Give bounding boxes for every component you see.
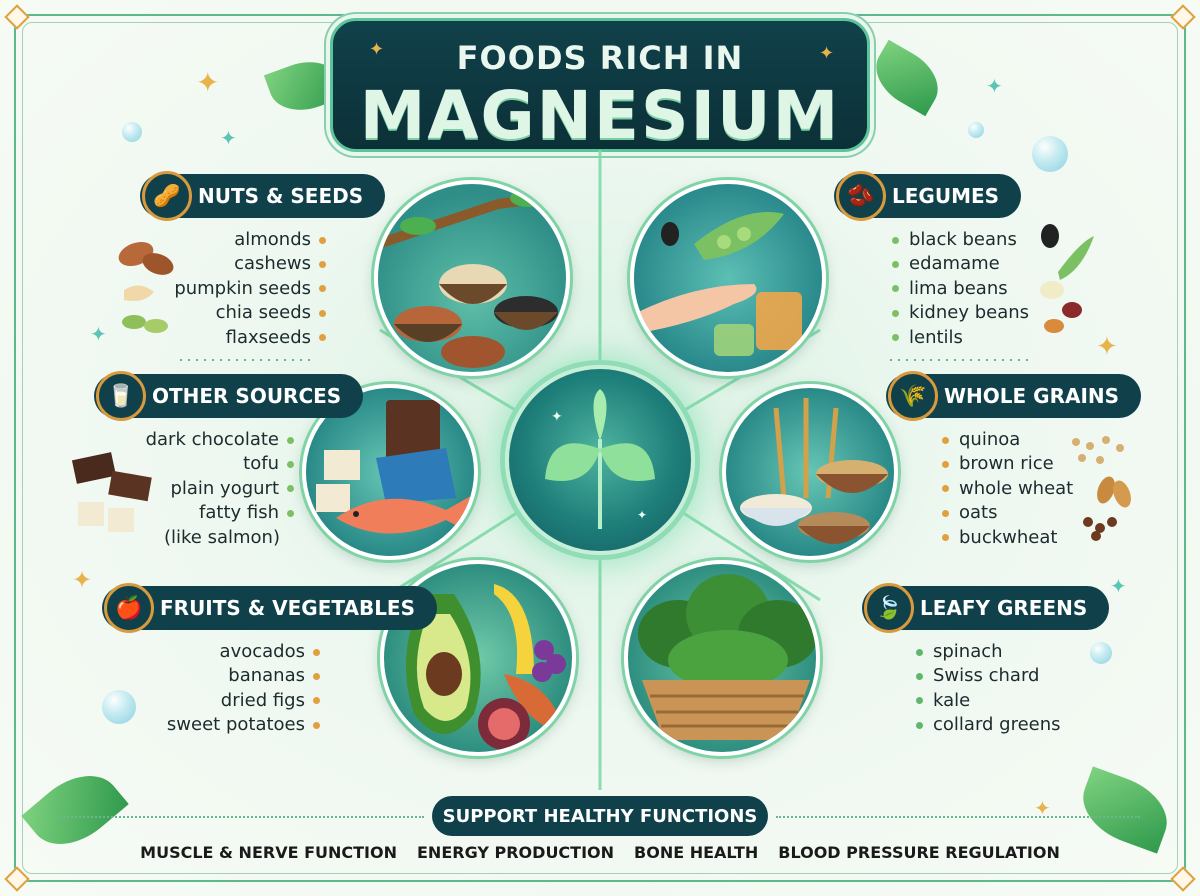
beans-cluster-icon bbox=[1040, 224, 1094, 333]
almond-icon: 🥜 bbox=[142, 171, 192, 221]
category-leafy-greens: 🍃 LEAFY GREENS bbox=[862, 583, 1110, 633]
other-sources-list: dark chocolate tofu plain yogurt fatty f… bbox=[130, 428, 294, 526]
outer-frame bbox=[14, 14, 1186, 882]
whole-grains-illustration bbox=[722, 384, 898, 560]
list-item: dried figs bbox=[150, 689, 320, 713]
title-banner: ✦ ✦ FOODS RICH IN MAGNESIUM bbox=[330, 18, 870, 154]
list-item: fatty fish bbox=[130, 501, 294, 525]
leaf-icon: 🍃 bbox=[864, 583, 914, 633]
legumes-list: black beans edamame lima beans kidney be… bbox=[892, 228, 1042, 350]
category-nuts-seeds: 🥜 NUTS & SEEDS bbox=[140, 171, 386, 221]
list-item: almonds bbox=[150, 228, 326, 252]
category-other-sources: 🥛 OTHER SOURCES bbox=[94, 371, 364, 421]
category-fruits-vegetables: 🍎 FRUITS & VEGETABLES bbox=[102, 583, 437, 633]
list-item: kidney beans bbox=[892, 301, 1042, 325]
list-item: buckwheat bbox=[942, 526, 1092, 550]
sprout-icon: ✦ ✦ bbox=[545, 389, 655, 529]
beans-hand-icon bbox=[634, 212, 802, 356]
divider bbox=[60, 816, 424, 818]
category-label: FRUITS & VEGETABLES bbox=[160, 596, 415, 620]
greens-basket-icon bbox=[638, 574, 816, 740]
list-item: sweet potatoes bbox=[150, 713, 320, 737]
function-item: BLOOD PRESSURE REGULATION bbox=[778, 842, 1060, 862]
list-item: black beans bbox=[892, 228, 1042, 252]
list-item: plain yogurt bbox=[130, 477, 294, 501]
divider bbox=[776, 816, 1140, 818]
nut-bowls-icon bbox=[378, 189, 566, 368]
bubble-decoration bbox=[1032, 136, 1068, 172]
category-label: WHOLE GRAINS bbox=[944, 384, 1120, 408]
leafy-greens-illustration bbox=[624, 560, 820, 756]
list-item: tofu bbox=[130, 452, 294, 476]
list-item: flaxseeds bbox=[150, 326, 326, 350]
list-item: collard greens bbox=[916, 713, 1076, 737]
central-sprout-emblem: ✦ ✦ bbox=[505, 365, 695, 555]
functions-heading: SUPPORT HEALTHY FUNCTIONS bbox=[432, 796, 768, 836]
list-item: lentils bbox=[892, 326, 1042, 350]
list-item: bananas bbox=[150, 664, 320, 688]
avocado-banana-icon bbox=[406, 584, 566, 750]
yogurt-cup-icon: 🥛 bbox=[96, 371, 146, 421]
bubble-decoration bbox=[1090, 642, 1112, 664]
sparkle-icon: ✦ bbox=[72, 566, 93, 594]
category-whole-grains: 🌾 WHOLE GRAINS bbox=[886, 371, 1142, 421]
category-label: NUTS & SEEDS bbox=[198, 184, 364, 208]
list-item: dark chocolate bbox=[130, 428, 294, 452]
list-item: kale bbox=[916, 689, 1076, 713]
whole-grains-list: quinoa brown rice whole wheat oats buckw… bbox=[942, 428, 1092, 550]
function-item: MUSCLE & NERVE FUNCTION bbox=[140, 842, 397, 862]
bubble-decoration bbox=[968, 122, 984, 138]
chocolate-fish-icon bbox=[316, 400, 474, 534]
nuts-seeds-illustration bbox=[374, 180, 570, 376]
svg-text:✦: ✦ bbox=[637, 508, 647, 522]
sparkle-icon: ✦ bbox=[369, 39, 385, 60]
function-item: BONE HEALTH bbox=[634, 842, 759, 862]
list-item: avocados bbox=[150, 640, 320, 664]
category-label: OTHER SOURCES bbox=[152, 384, 342, 408]
list-item: edamame bbox=[892, 252, 1042, 276]
bubble-decoration bbox=[122, 122, 142, 142]
page-title: MAGNESIUM bbox=[359, 77, 841, 154]
list-item: lima beans bbox=[892, 277, 1042, 301]
sparkle-icon: ✦ bbox=[819, 43, 835, 64]
list-item: Swiss chard bbox=[916, 664, 1076, 688]
list-item: oats bbox=[942, 501, 1092, 525]
bubble-decoration bbox=[102, 690, 136, 724]
svg-text:✦: ✦ bbox=[551, 409, 563, 425]
functions-row: MUSCLE & NERVE FUNCTION ENERGY PRODUCTIO… bbox=[140, 840, 1060, 864]
list-item: brown rice bbox=[942, 452, 1092, 476]
category-label: LEGUMES bbox=[892, 184, 1000, 208]
almond-cluster-icon bbox=[118, 241, 174, 333]
other-sources-note: (like salmon) bbox=[164, 527, 280, 548]
leafy-greens-list: spinach Swiss chard kale collard greens bbox=[916, 640, 1076, 738]
sparkle-icon: ✦ bbox=[1110, 574, 1127, 598]
list-item: pumpkin seeds bbox=[150, 277, 326, 301]
chocolate-tofu-icon bbox=[71, 452, 152, 532]
grain-cluster-icon bbox=[1072, 436, 1131, 541]
bean-icon: 🫘 bbox=[836, 171, 886, 221]
function-item: ENERGY PRODUCTION bbox=[417, 842, 615, 862]
wheat-icon: 🌾 bbox=[888, 371, 938, 421]
sparkle-icon: ✦ bbox=[196, 66, 220, 99]
title-subheading: FOODS RICH IN bbox=[456, 39, 744, 77]
sparkle-icon: ✦ bbox=[90, 322, 107, 346]
list-item: cashews bbox=[150, 252, 326, 276]
list-item: chia seeds bbox=[150, 301, 326, 325]
list-item: quinoa bbox=[942, 428, 1092, 452]
category-legumes: 🫘 LEGUMES bbox=[834, 171, 1022, 221]
grain-bowls-icon bbox=[740, 398, 888, 544]
list-item: whole wheat bbox=[942, 477, 1092, 501]
fruits-vegetables-list: avocados bananas dried figs sweet potato… bbox=[150, 640, 320, 738]
list-item: spinach bbox=[916, 640, 1076, 664]
category-label: LEAFY GREENS bbox=[920, 596, 1088, 620]
sparkle-icon: ✦ bbox=[1096, 332, 1118, 362]
sparkle-icon: ✦ bbox=[1034, 796, 1051, 820]
legumes-illustration bbox=[630, 180, 826, 376]
sparkle-icon: ✦ bbox=[220, 126, 237, 150]
nuts-seeds-list: almonds cashews pumpkin seeds chia seeds… bbox=[150, 228, 326, 350]
sparkle-icon: ✦ bbox=[986, 74, 1003, 98]
apple-icon: 🍎 bbox=[104, 583, 154, 633]
